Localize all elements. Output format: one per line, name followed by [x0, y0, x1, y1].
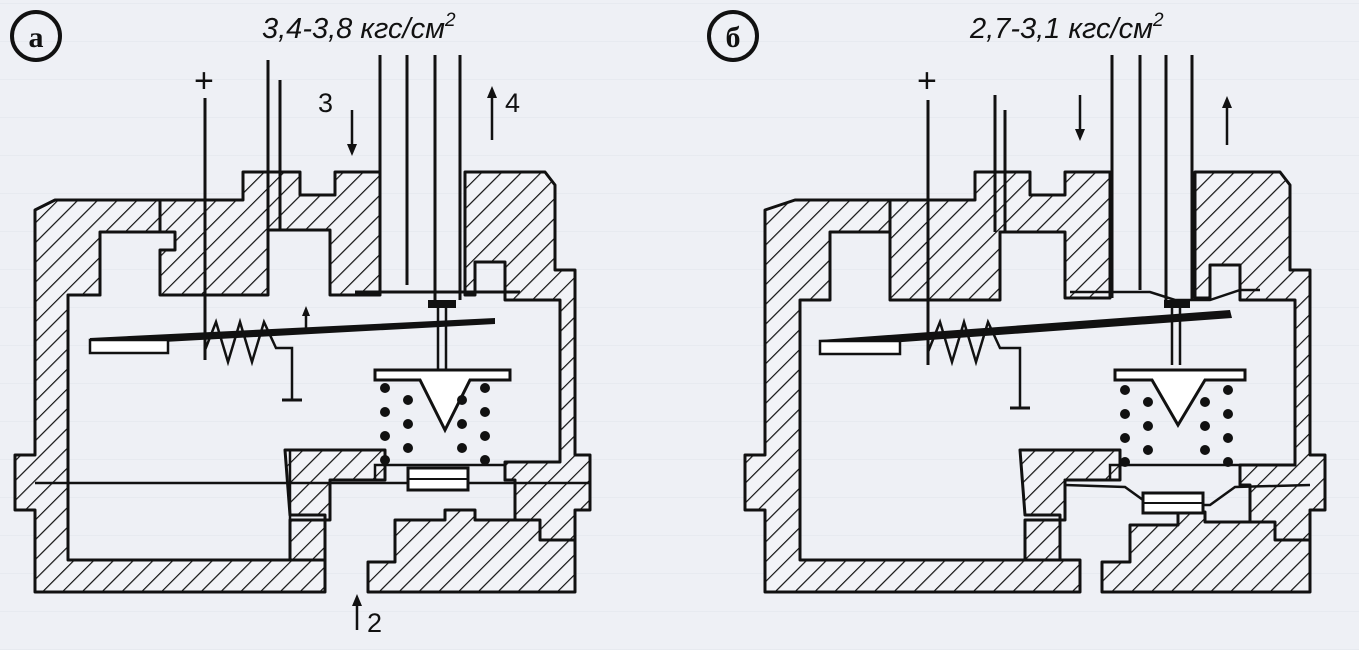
panel-a-label-2: 2	[367, 608, 382, 638]
panel-b-pressure-label: 2,7-3,1 кгс/см2	[969, 10, 1164, 45]
panel-a-lever-spring	[203, 317, 294, 400]
panel-a-flow-2: 2	[352, 594, 382, 638]
panel-a-pressure-label: 3,4-3,8 кгс/см2	[262, 10, 456, 45]
panel-b-letter-badge: б	[707, 10, 759, 62]
panel-a-motion-arrowhead	[302, 306, 310, 316]
panel-a-regulator-open: а 3,4-3,8 кгс/см2	[10, 10, 592, 638]
panel-b-valve	[1113, 300, 1247, 428]
panel-a-chambers	[35, 232, 590, 520]
panel-b-valve-spring	[1120, 385, 1233, 467]
panel-a-plus-terminal: +	[194, 62, 214, 100]
panel-b-flow-in	[1075, 95, 1085, 141]
panel-b-flow-out	[1222, 96, 1232, 145]
panel-a-letter-badge: а	[10, 10, 62, 62]
panel-b-tubes	[993, 55, 1194, 300]
panel-b-lever-spring	[926, 317, 1022, 408]
panel-b-regulator-closed: б 2,7-3,1 кгс/см2 +	[707, 10, 1327, 594]
panel-a-label-4: 4	[505, 88, 520, 118]
panel-a-valve-spring	[380, 383, 490, 465]
panel-a-label-3: 3	[318, 88, 333, 118]
panel-a-valve	[373, 300, 512, 434]
panel-b-plus-terminal: +	[917, 62, 937, 100]
panel-a-letter: а	[29, 21, 44, 54]
panel-b-housing	[743, 170, 1327, 594]
panel-b-letter: б	[726, 21, 741, 54]
panel-a-lever	[88, 290, 520, 355]
panel-a-flow-4: 4	[487, 86, 520, 140]
panel-a-housing	[13, 170, 592, 594]
panel-b-lever	[818, 310, 1232, 356]
panel-a-flow-3: 3	[318, 88, 357, 156]
panel-a-tubes	[266, 55, 462, 305]
